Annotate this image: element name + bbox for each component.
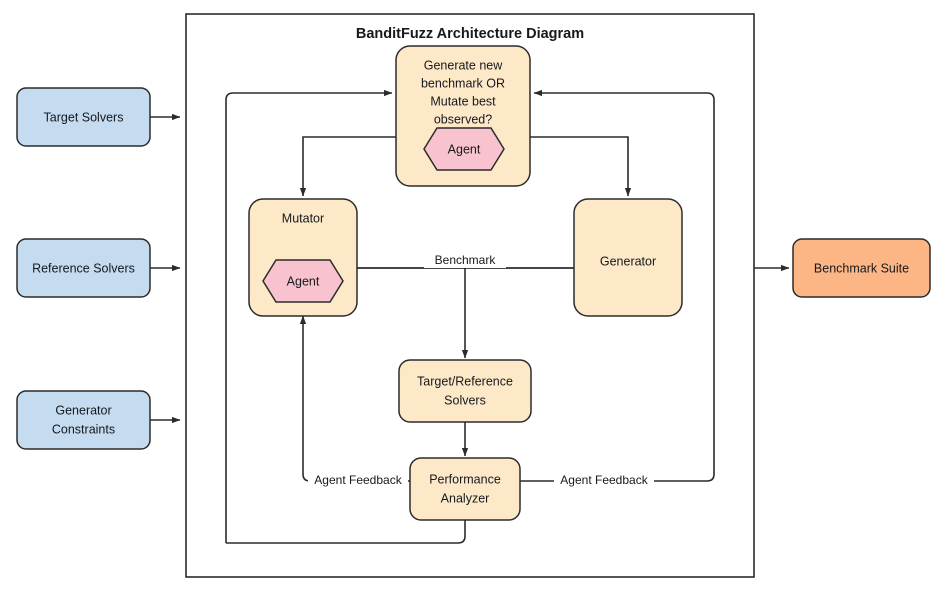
- agent-hexagon-decision[interactable]: Agent: [423, 127, 505, 171]
- edge-label-agent-feedback-right: Agent Feedback: [560, 473, 648, 487]
- input-label-target-solvers: Target Solvers: [44, 110, 124, 124]
- analyzer-label-line2: Analyzer: [441, 491, 490, 505]
- input-node-reference-solvers[interactable]: Reference Solvers: [16, 238, 151, 298]
- agent-label-mutator: Agent: [287, 274, 320, 288]
- edge-decision-to-generator: [530, 136, 632, 197]
- decision-node[interactable]: Generate new benchmark OR Mutate best ob…: [395, 45, 531, 187]
- output-label-benchmark-suite: Benchmark Suite: [814, 261, 909, 275]
- edge-label-benchmark-group: Benchmark: [424, 253, 506, 268]
- generator-node[interactable]: Generator: [573, 198, 683, 317]
- edge-label-agent-feedback-right-group: Agent Feedback: [554, 473, 654, 489]
- edge-label-agent-feedback-left: Agent Feedback: [314, 473, 402, 487]
- performance-analyzer-node[interactable]: Performance Analyzer: [409, 457, 521, 521]
- mutator-node[interactable]: Mutator Agent: [248, 198, 358, 317]
- edge-analyzer-to-mutator-feedback: [299, 315, 410, 482]
- mutator-label: Mutator: [282, 211, 324, 225]
- solvers-label-line1: Target/Reference: [417, 374, 513, 388]
- edge-label-benchmark: Benchmark: [435, 253, 497, 267]
- input-label-reference-solvers: Reference Solvers: [32, 261, 135, 275]
- edge-label-agent-feedback-left-group: Agent Feedback: [308, 473, 408, 489]
- edge-decision-to-mutator: [299, 136, 396, 197]
- input-node-generator-constraints[interactable]: Generator Constraints: [16, 390, 151, 450]
- system-boundary: [185, 13, 755, 578]
- input-label-generator-constraints-line2: Constraints: [52, 422, 115, 436]
- page-title: BanditFuzz Architecture Diagram: [356, 26, 584, 42]
- generator-label: Generator: [600, 254, 656, 268]
- decision-label-line1: Generate new: [424, 58, 503, 72]
- agent-hexagon-mutator[interactable]: Agent: [262, 259, 344, 303]
- decision-label-line2: benchmark OR: [421, 76, 505, 90]
- solvers-label-line2: Solvers: [444, 393, 486, 407]
- benchmark-suite-node[interactable]: Benchmark Suite: [792, 238, 931, 298]
- edge-loop-left-to-decision: [225, 89, 393, 543]
- decision-label-line3: Mutate best: [430, 94, 496, 108]
- input-label-generator-constraints-line1: Generator: [55, 403, 111, 417]
- edge-analyzer-to-bottom-rail: [226, 520, 466, 544]
- decision-label-line4: observed?: [434, 112, 492, 126]
- target-reference-solvers-node[interactable]: Target/Reference Solvers: [398, 359, 532, 423]
- analyzer-label-line1: Performance: [429, 472, 501, 486]
- agent-label-decision: Agent: [448, 142, 481, 156]
- input-node-target-solvers[interactable]: Target Solvers: [16, 87, 151, 147]
- edge-analyzer-to-decision-feedback: [520, 89, 715, 482]
